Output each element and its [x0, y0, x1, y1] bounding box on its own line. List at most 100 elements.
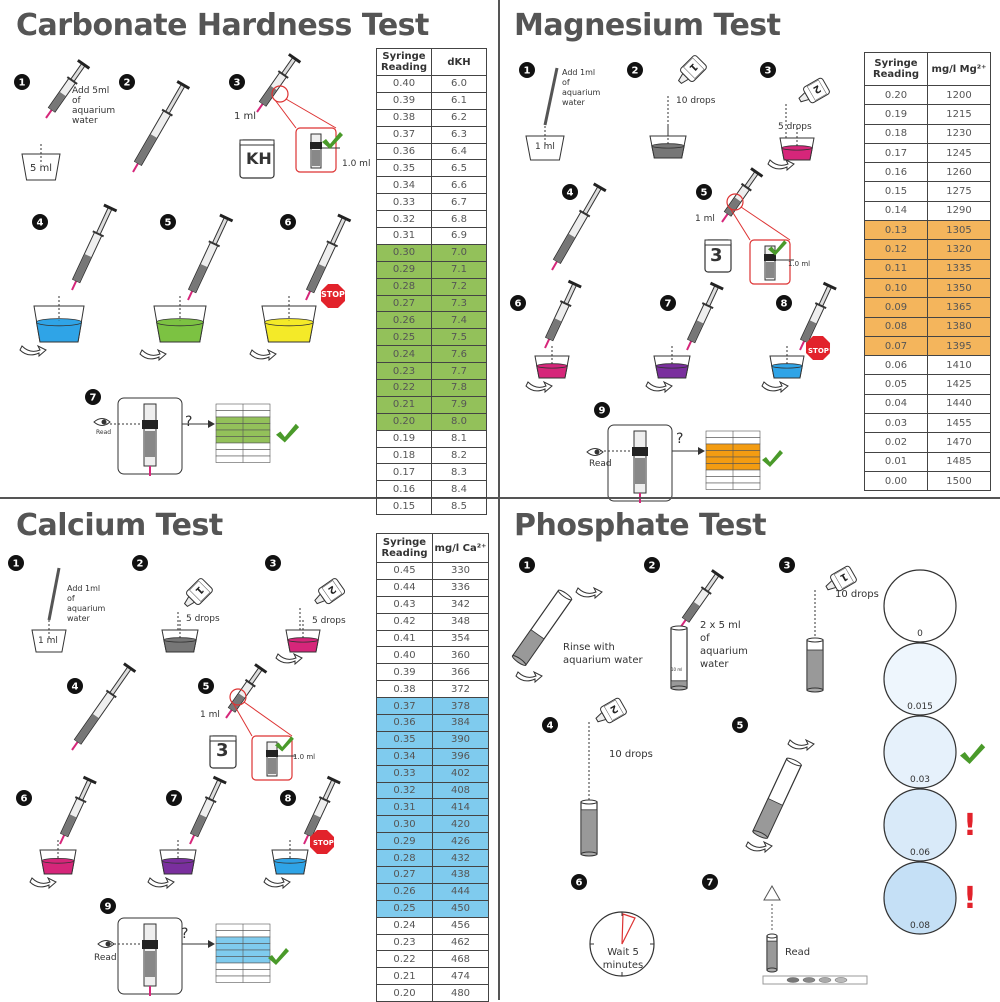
mg-step3-beaker: [779, 128, 815, 161]
svg-text:7: 7: [707, 878, 714, 889]
table-cell: 0.40: [376, 646, 433, 665]
po4-step2-tube: [670, 625, 688, 691]
table-cell: 0.37: [376, 125, 432, 144]
svg-text:3: 3: [234, 78, 241, 89]
table-cell: 0.26: [376, 882, 433, 901]
table-cell: 426: [432, 832, 489, 851]
kh-step7-check: [276, 423, 300, 443]
mg-step9-read: [596, 424, 761, 503]
step-number-badge: 6: [571, 874, 587, 890]
table-cell: 0.36: [376, 714, 433, 732]
kh-step3-check: [322, 132, 343, 149]
kh-detail-box: [295, 127, 340, 173]
table-cell: 0.35: [376, 730, 433, 749]
mg-step2-bottle: 1: [677, 55, 707, 85]
step-number-badge: 3: [760, 62, 776, 78]
ca-step6-swirl: [29, 876, 57, 890]
table-cell: 1470: [927, 432, 991, 453]
table-cell: 0.05: [864, 374, 928, 395]
table-cell: 372: [432, 680, 489, 699]
ca-step9-question: ?: [181, 926, 189, 942]
mg-step1-cup-label: 1 ml: [535, 142, 555, 152]
table-cell: 0.12: [864, 239, 928, 260]
po4-step2-text: 2 x 5 ml of aquarium water: [700, 620, 748, 670]
ca-step7-beaker: [159, 840, 197, 875]
step-number-badge: 8: [776, 295, 792, 311]
table-cell: 0.40: [376, 75, 432, 93]
table-cell: 474: [432, 967, 489, 986]
mg-title: Magnesium Test: [514, 8, 781, 43]
po4-step1-tube: [511, 589, 573, 666]
table-cell: 7.8: [431, 379, 487, 397]
ca-step1-cup-label: 1 ml: [38, 636, 58, 646]
eye-from-above-icon: [763, 884, 781, 901]
table-cell: 456: [432, 916, 489, 935]
table-cell: 1395: [927, 335, 991, 357]
table-cell: 7.5: [431, 328, 487, 347]
po4-step3-bottle: 1: [825, 565, 857, 592]
ca-step4-syringe: [71, 662, 137, 751]
table-cell: 336: [432, 578, 489, 597]
step-number-badge: 5: [160, 214, 176, 230]
table-cell: 330: [432, 562, 489, 580]
table-cell: 0.34: [376, 747, 433, 766]
svg-text:9: 9: [105, 902, 112, 913]
table-cell: 0.29: [376, 260, 432, 279]
kh-step7-read: Read: [96, 429, 112, 436]
color-scale-circle: 0.03: [883, 715, 957, 789]
table-cell: 6.1: [431, 91, 487, 110]
table-cell: 1320: [927, 239, 991, 260]
timer-clock-icon: [589, 911, 655, 977]
mg-step2-beaker: [649, 126, 687, 159]
table-cell: 360: [432, 646, 489, 665]
step-number-badge: 7: [660, 295, 676, 311]
svg-text:6: 6: [285, 218, 292, 229]
ca-stop-text: STOP!: [313, 839, 338, 847]
step-number-badge: 1: [14, 74, 30, 90]
ca-step6-syringe: [59, 775, 97, 845]
kh-step3-syringe: [256, 53, 302, 113]
table-cell: 8.4: [431, 480, 487, 499]
svg-text:1: 1: [524, 66, 531, 77]
table-cell: 0.07: [864, 335, 928, 357]
po4-step3-tube: [806, 637, 824, 693]
step-number-badge: 9: [100, 898, 116, 914]
table-cell: 342: [432, 595, 489, 614]
table-cell: 0.02: [864, 432, 928, 453]
step-number-badge: 4: [562, 184, 578, 200]
kh-step5-syringe: [187, 213, 234, 301]
svg-text:5: 5: [737, 721, 744, 732]
table-cell: 0.18: [376, 446, 432, 465]
mg-step9-read: Read: [589, 459, 612, 469]
table-cell: 1380: [927, 316, 991, 337]
kh-step3-volume: 1 ml: [234, 111, 257, 122]
color-comparator-strip: [762, 975, 868, 985]
table-cell: 0.32: [376, 210, 432, 229]
table-cell: 0.41: [376, 629, 433, 648]
table-cell: 0.08: [864, 316, 928, 337]
pipette-icon: [47, 567, 61, 621]
